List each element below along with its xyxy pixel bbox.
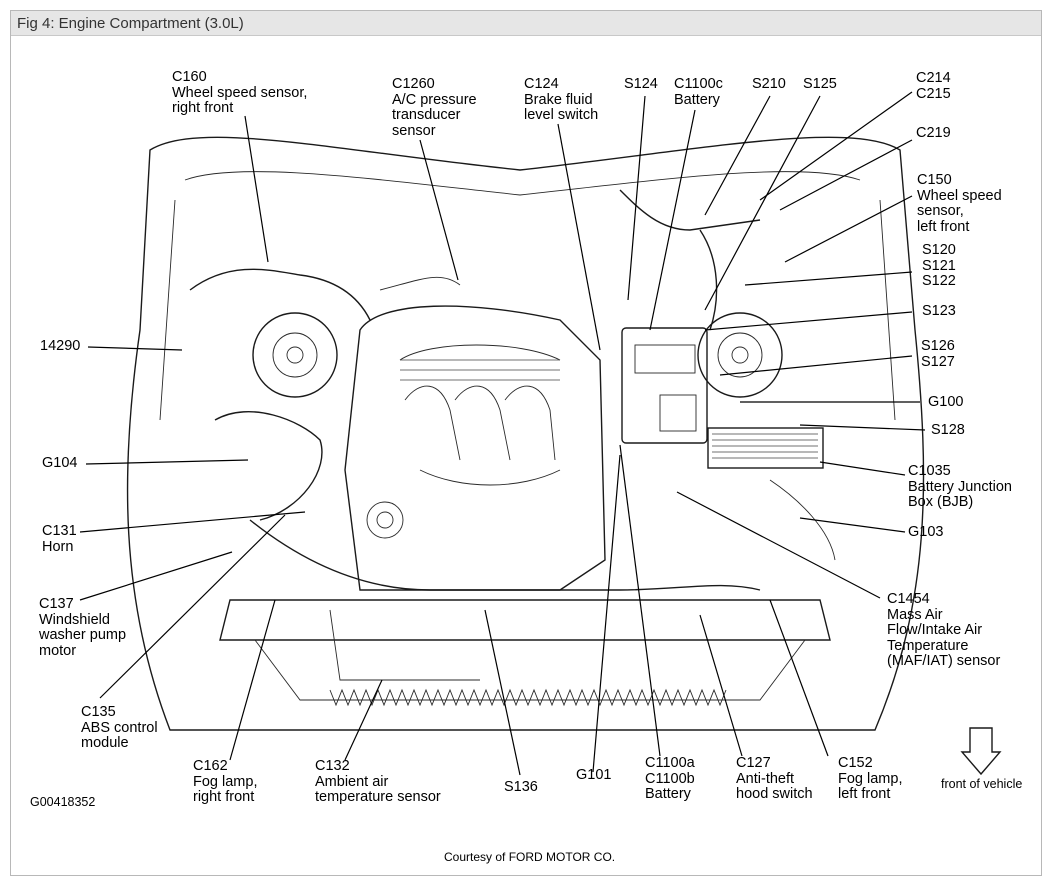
label-c124: C124 Brake fluid level switch xyxy=(524,76,599,123)
figure-header-bar xyxy=(11,11,1041,36)
label-s123: S123 xyxy=(922,303,956,319)
label-s124: S124 xyxy=(624,76,658,92)
label-g103: G103 xyxy=(908,524,944,540)
label-c1100c: C1100c Battery xyxy=(674,76,723,108)
label-c132: C132 Ambient air temperature sensor xyxy=(315,758,441,805)
grille-teeth xyxy=(329,688,727,707)
label-g100: G100 xyxy=(928,394,964,410)
label-s126-s127: S126 S127 xyxy=(921,338,955,370)
intake-manifold xyxy=(344,305,606,591)
label-c152: C152 Fog lamp, left front xyxy=(838,755,903,802)
label-c160: C160 Wheel speed sensor, right front xyxy=(172,69,308,116)
label-c1454: C1454 Mass Air Flow/Intake Air Temperatu… xyxy=(887,591,1001,669)
label-c150: C150 Wheel speed sensor, left front xyxy=(917,172,1002,235)
label-g101: G101 xyxy=(576,767,612,783)
label-s210: S210 xyxy=(752,76,786,92)
label-14290: 14290 xyxy=(40,338,81,354)
label-s120-s122: S120 S121 S122 xyxy=(922,242,956,289)
label-c214-c215: C214 C215 xyxy=(916,70,951,102)
label-c1035: C1035 Battery Junction Box (BJB) xyxy=(908,463,1012,510)
credit-line: Courtesy of FORD MOTOR CO. xyxy=(444,850,616,864)
figure-id: G00418352 xyxy=(30,795,96,809)
label-c1260: C1260 A/C pressure transducer sensor xyxy=(392,76,477,139)
label-g104: G104 xyxy=(42,455,78,471)
label-c219: C219 xyxy=(916,125,951,141)
label-s136: S136 xyxy=(504,779,538,795)
label-s128: S128 xyxy=(931,422,965,438)
label-s125: S125 xyxy=(803,76,837,92)
battery xyxy=(621,327,708,444)
front-of-vehicle-arrow-icon xyxy=(960,727,1002,776)
front-of-vehicle-label: front of vehicle xyxy=(941,777,1023,791)
figure-frame xyxy=(10,10,1042,876)
label-c127: C127 Anti-theft hood switch xyxy=(736,755,813,802)
wiring-harness xyxy=(189,268,371,321)
label-c1100ab: C1100a C1100b Battery xyxy=(645,755,695,802)
label-c135: C135 ABS control module xyxy=(81,704,158,751)
hood-outline xyxy=(126,136,925,731)
battery-junction-box xyxy=(707,427,824,469)
figure-title: Fig 4: Engine Compartment (3.0L) xyxy=(17,15,244,32)
label-c162: C162 Fog lamp, right front xyxy=(193,758,258,805)
label-c131: C131 Horn xyxy=(42,523,77,555)
label-c137: C137 Windshield washer pump motor xyxy=(39,596,127,659)
